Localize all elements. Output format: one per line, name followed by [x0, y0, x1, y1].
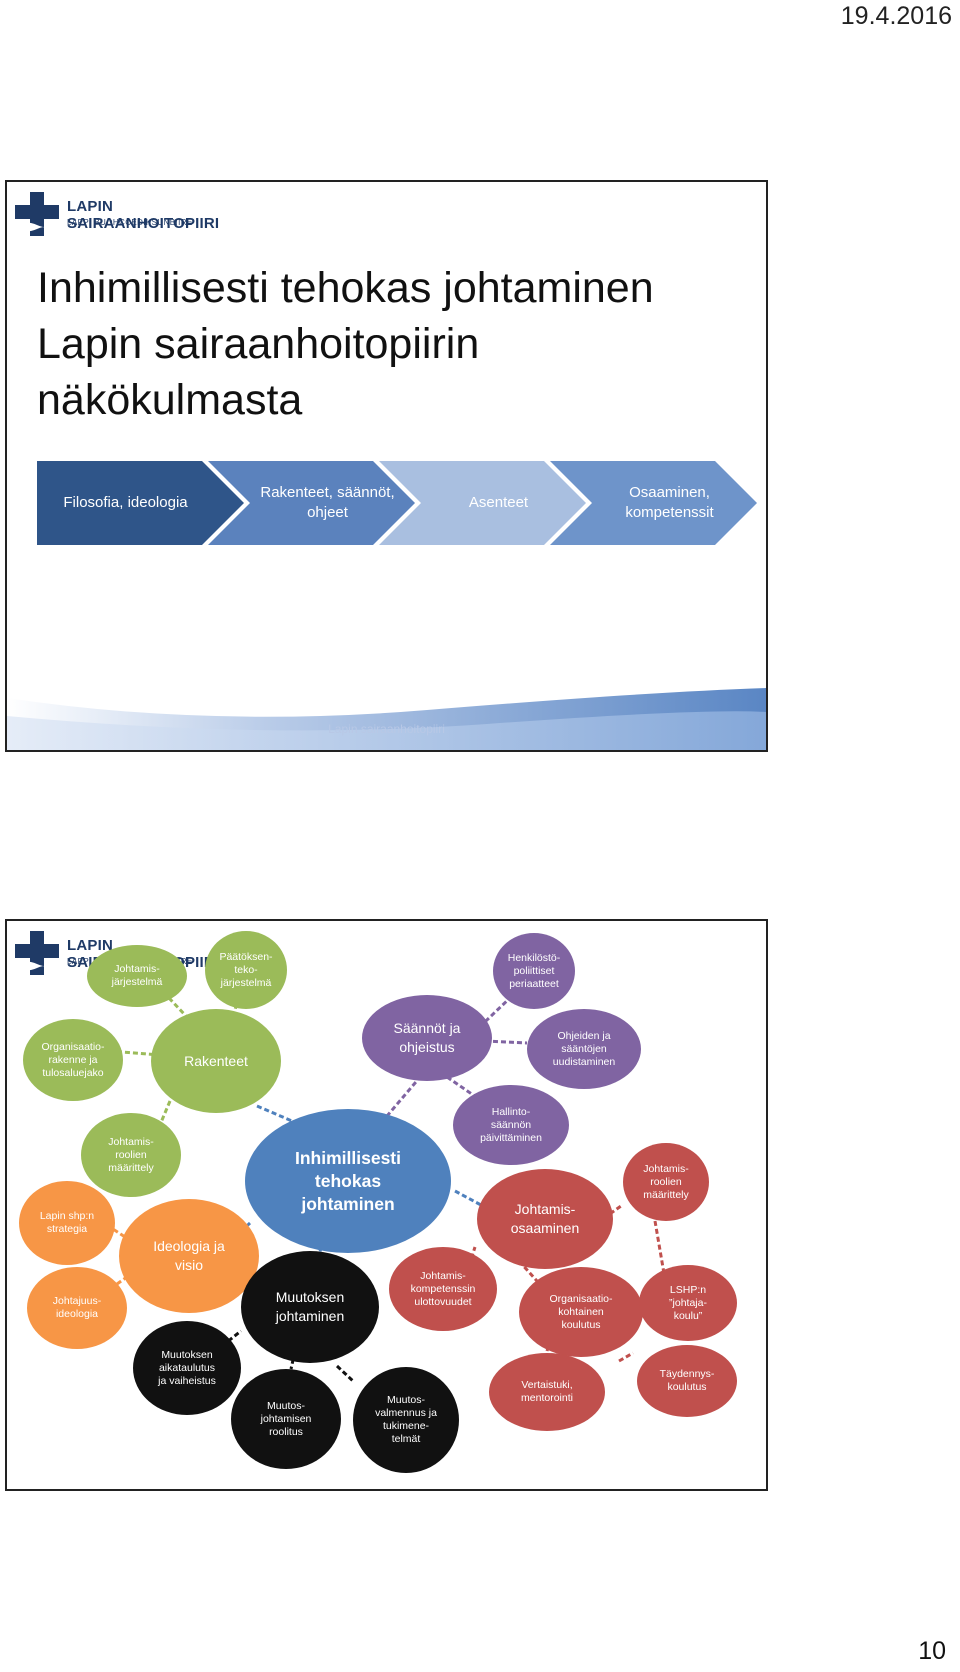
slide-1: LAPIN SAIRAANHOITOPIIRI LAPPI BUOHCCEDIK…: [5, 180, 768, 752]
node-organisaatiorakenne: Organisaatio- rakenne ja tulosaluejako: [23, 1019, 123, 1101]
chevron-shapes: [37, 461, 757, 545]
node-aikataulutus: Muutoksen aikataulutus ja vaiheistus: [133, 1321, 241, 1415]
slide-title: Inhimillisesti tehokas johtaminen Lapin …: [37, 264, 654, 424]
cross-logo-icon: [15, 192, 59, 236]
node-center-inhimillisesti: Inhimillisesti tehokas johtaminen: [245, 1109, 451, 1253]
chevron-label-4: Osaaminen, kompetenssit: [625, 484, 714, 521]
node-johtamisosaaminen: Johtamis- osaaminen: [477, 1169, 613, 1269]
slide-2: LAPIN SAIRAANHOITOPIIRI LAPPI BUOHCCEDIK…: [5, 919, 768, 1491]
node-paatoksenteko: Päätöksen- teko- järjestelmä: [205, 931, 287, 1009]
node-johtamisjarjestelma: Johtamis- järjestelmä: [87, 945, 187, 1007]
node-henkilostopolitiikka: Henkilöstö- poliittiset periaatteet: [493, 933, 575, 1009]
chevron-step-1: [37, 461, 244, 545]
node-organisaatiokoulutus: Organisaatio- kohtainen koulutus: [519, 1267, 643, 1357]
node-ohjeiden-uudistaminen: Ohjeiden ja sääntöjen uudistaminen: [527, 1009, 641, 1089]
node-hallintosaanto: Hallinto- säännön päivittäminen: [453, 1085, 569, 1165]
logo-subname: LAPPI BUOHCCEDIKSUNBIIRE: [67, 218, 193, 227]
node-roolitus: Muutos- johtamisen roolitus: [231, 1369, 341, 1469]
process-chevrons: Filosofia, ideologia Rakenteet, säännöt, …: [37, 461, 757, 545]
node-strategia: Lapin shp:n strategia: [19, 1181, 115, 1265]
node-roolit-1: Johtamis- roolien määrittely: [81, 1113, 181, 1197]
chevron-label-2: Rakenteet, säännöt, ohjeet: [260, 484, 395, 521]
node-roolit-2: Johtamis- roolien määrittely: [623, 1143, 709, 1221]
chevron-label-1: Filosofia, ideologia: [63, 494, 188, 511]
node-rakenteet: Rakenteet: [151, 1009, 281, 1113]
cross-logo-icon: [15, 931, 59, 975]
node-saannot-ohjeistus: Säännöt ja ohjeistus: [362, 995, 492, 1081]
node-vertaistuki: Vertaistuki, mentorointi: [489, 1353, 605, 1431]
footer-text: Lapin sairaanhoitopiiri: [328, 722, 445, 736]
hospital-logo: LAPIN SAIRAANHOITOPIIRI LAPPI BUOHCCEDIK…: [15, 190, 255, 240]
logo-name: LAPIN SAIRAANHOITOPIIRI: [67, 198, 220, 232]
page-number: 10: [918, 1637, 946, 1665]
footer-wave: [7, 688, 766, 750]
wave-decoration: [7, 688, 766, 750]
node-valmennus: Muutos- valmennus ja tukimene- telmät: [353, 1367, 459, 1473]
node-lshp-johtajakoulu: LSHP:n ”johtaja- koulu”: [639, 1265, 737, 1341]
chevron-step-3: [379, 461, 586, 545]
node-kompetenssi: Johtamis- kompetenssin ulottovuudet: [389, 1247, 497, 1331]
chevron-step-2: [208, 461, 415, 545]
chevron-label-3: Asenteet: [468, 494, 529, 511]
node-johtajuusideologia: Johtajuus- ideologia: [27, 1267, 127, 1349]
node-ideologia-visio: Ideologia ja visio: [119, 1199, 259, 1313]
node-muutoksen-johtaminen: Muutoksen johtaminen: [241, 1251, 379, 1363]
page-date: 19.4.2016: [840, 2, 952, 30]
chevron-step-4: [550, 461, 757, 545]
node-taydennyskoulutus: Täydennys- koulutus: [637, 1345, 737, 1417]
